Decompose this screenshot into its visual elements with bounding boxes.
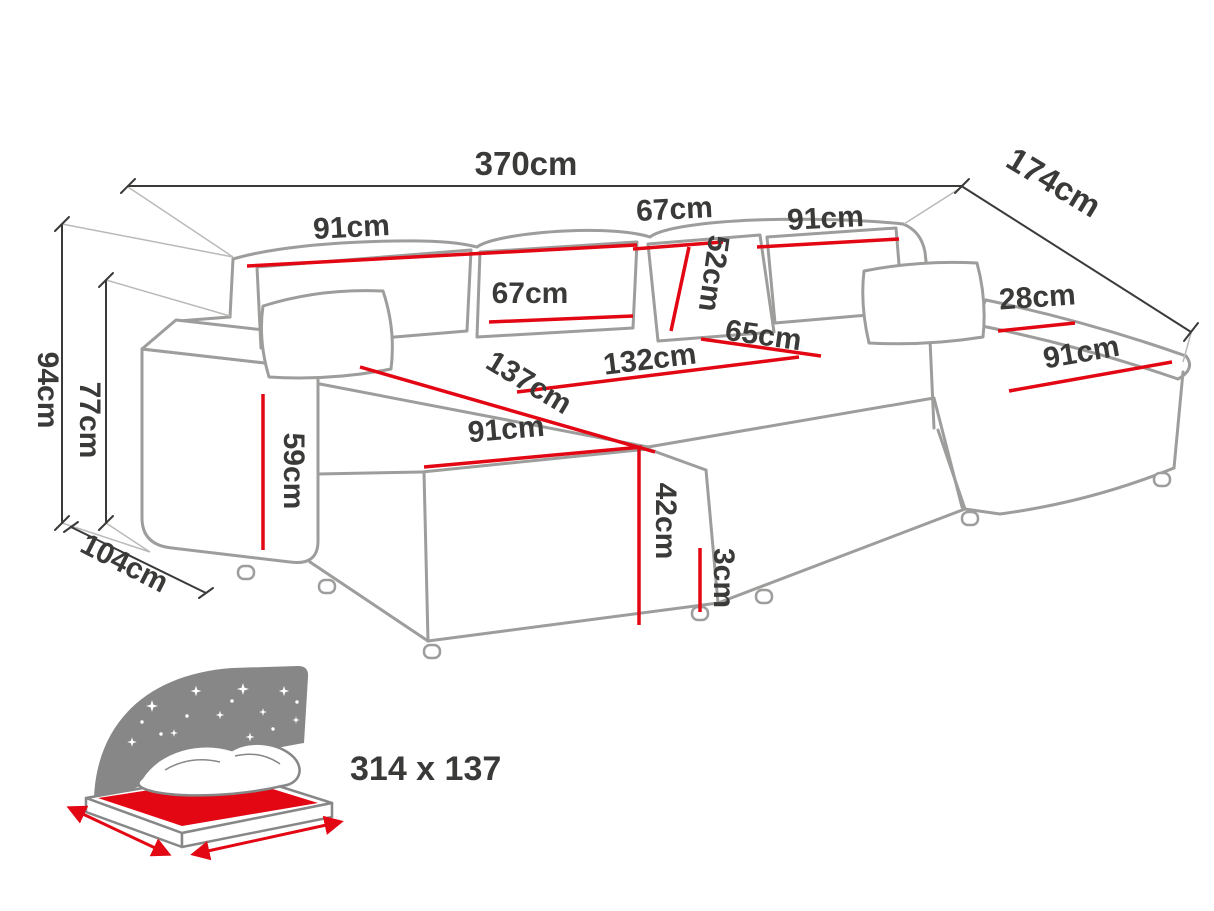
left-chaise-seat-left-edge bbox=[316, 470, 424, 476]
backrest-top-edge bbox=[231, 217, 905, 261]
dim-label-back-cushion-width: 67cm bbox=[492, 277, 569, 310]
sofa-legs bbox=[236, 471, 1172, 660]
middle-front-right-edge bbox=[932, 396, 964, 509]
dim-tick bbox=[954, 178, 970, 194]
dim-line-back-middle-width bbox=[632, 240, 724, 251]
middle-seat-front-edge bbox=[646, 396, 936, 449]
width-arrow-icon bbox=[190, 815, 344, 861]
projection-line bbox=[61, 522, 151, 553]
dim-tick bbox=[120, 178, 136, 194]
sofa-leg bbox=[422, 643, 442, 660]
dim-line-chaise-width bbox=[423, 445, 643, 469]
back-cushion-tilted bbox=[646, 233, 776, 343]
right-armrest-end-cap bbox=[1176, 354, 1192, 381]
dim-tick bbox=[63, 521, 79, 533]
sofa-leg bbox=[1152, 471, 1172, 488]
armrest-front-face bbox=[140, 347, 320, 565]
left-chaise-seat-seam bbox=[318, 382, 650, 449]
sofa-leg bbox=[317, 578, 337, 595]
dim-line-back-cushion-width bbox=[488, 314, 634, 324]
dim-label-pillow-width: 28cm bbox=[998, 278, 1077, 316]
dim-line-right-chaise-width bbox=[1008, 360, 1173, 393]
dim-line-seat-depth bbox=[700, 337, 822, 358]
left-chaise-front-bottom-edge bbox=[426, 601, 720, 643]
sofa-leg bbox=[236, 564, 256, 581]
sofa-leg bbox=[960, 510, 980, 527]
projection-line bbox=[1182, 332, 1192, 363]
duvet-pillow-shape bbox=[137, 742, 301, 797]
dim-tick bbox=[198, 587, 214, 599]
projection-line bbox=[105, 279, 231, 317]
sleeping-size-label: 314 x 137 bbox=[350, 750, 501, 788]
dim-line-chaise-length bbox=[359, 365, 656, 454]
right-armrest-top-edge bbox=[984, 298, 1188, 358]
projection-line bbox=[127, 186, 234, 258]
right-chaise-bottom-edge bbox=[963, 466, 1176, 516]
dim-tick bbox=[54, 515, 70, 531]
left-chaise-front-corner bbox=[422, 470, 430, 643]
dim-line-pillow-width bbox=[997, 321, 1076, 333]
back-cushion-middle bbox=[475, 240, 639, 339]
dim-label-backrest-height: 77cm bbox=[73, 382, 106, 459]
right-pillow bbox=[861, 260, 986, 346]
overall-dimension-lines bbox=[54, 178, 1199, 599]
dim-line-armrest-depth bbox=[70, 526, 207, 594]
dim-label-back-middle-width: 67cm bbox=[635, 191, 713, 228]
dim-label-overall-depth: 174cm bbox=[1000, 140, 1107, 225]
projection-line bbox=[105, 522, 151, 553]
backrest-left-edge bbox=[228, 257, 235, 319]
sofa-outline bbox=[140, 217, 1192, 660]
dim-label-back-left-width: 91cm bbox=[312, 209, 390, 246]
duvet-fold-line bbox=[164, 759, 221, 771]
red-dimension-lines bbox=[246, 237, 1173, 625]
left-chaise-left-front-edge bbox=[308, 560, 430, 643]
dim-tick bbox=[98, 272, 114, 288]
projection-lines bbox=[61, 186, 1192, 553]
dim-label-leg-height: 3cm bbox=[707, 548, 740, 608]
length-arrow-icon bbox=[66, 805, 172, 857]
dim-label-seat-height: 42cm bbox=[649, 483, 682, 560]
dim-label-overall-height: 94cm bbox=[31, 352, 64, 429]
sofa-leg bbox=[754, 588, 774, 605]
projection-line bbox=[903, 186, 963, 225]
left-chaise-right-edge bbox=[704, 468, 720, 605]
dim-label-back-right-width: 91cm bbox=[786, 200, 864, 237]
duvet-fold-line bbox=[234, 753, 281, 765]
dim-tick bbox=[98, 515, 114, 531]
sleeping-size-arrows bbox=[66, 805, 344, 861]
dim-label-chaise-width: 91cm bbox=[467, 410, 546, 450]
dim-label-armrest-height: 59cm bbox=[277, 433, 310, 510]
star-dot bbox=[185, 714, 189, 718]
dim-tick bbox=[1183, 322, 1199, 342]
dim-label-right-chaise-width: 91cm bbox=[1041, 330, 1122, 376]
projection-line bbox=[61, 223, 234, 258]
star-dot bbox=[295, 700, 299, 704]
star-dot bbox=[271, 727, 275, 731]
star-dot bbox=[159, 732, 163, 736]
left-pillow bbox=[259, 289, 394, 380]
star-icons bbox=[127, 683, 300, 765]
middle-front-bottom-edge bbox=[716, 507, 967, 605]
dim-tick bbox=[54, 216, 70, 232]
dim-label-overall-width: 370cm bbox=[475, 145, 578, 182]
dim-line-overall-depth bbox=[962, 186, 1192, 333]
star-dot bbox=[230, 699, 234, 703]
starry-blanket-shape bbox=[94, 666, 309, 799]
right-chaise-front-edge bbox=[1172, 370, 1185, 470]
star-dot bbox=[140, 720, 144, 724]
dim-label-chaise-length: 137cm bbox=[480, 345, 577, 421]
dim-line-back-right-width bbox=[756, 237, 900, 249]
backrest-right-corner bbox=[901, 222, 932, 300]
dim-line-back-cushion-height bbox=[669, 246, 691, 332]
dim-line-back-left-width bbox=[246, 243, 638, 268]
dim-line-middle-seat-width bbox=[516, 355, 800, 394]
sleep-function-icon: 314 x 137 bbox=[66, 666, 501, 861]
dim-label-middle-seat-width: 132cm bbox=[601, 338, 698, 382]
